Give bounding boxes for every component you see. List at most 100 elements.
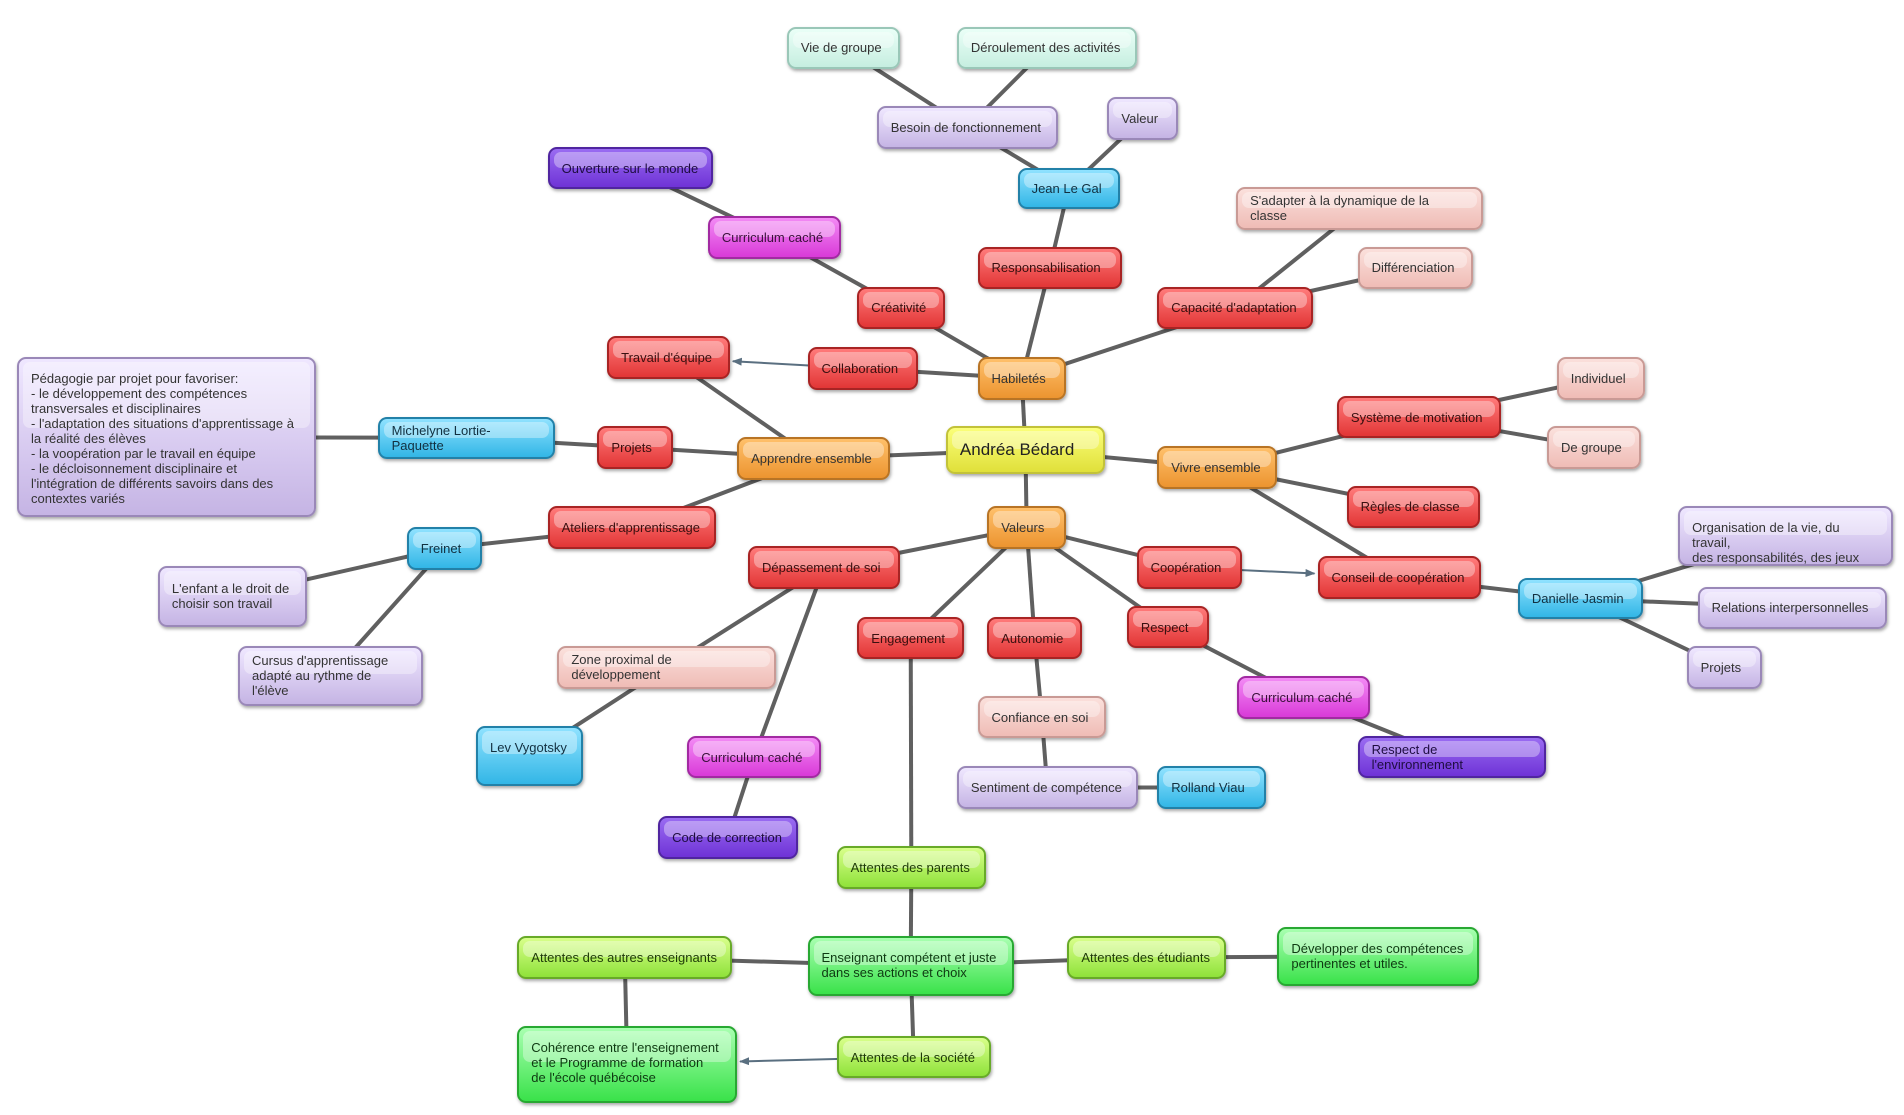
topic-label: Jean Le Gal	[1031, 180, 1102, 196]
topic-label: Différenciation	[1371, 260, 1455, 276]
topic-label: Engagement	[871, 630, 946, 646]
topic-label: Rolland Viau	[1171, 779, 1245, 795]
topic-node[interactable]: Curriculum caché	[687, 735, 821, 779]
topic-label: Confiance en soi	[991, 709, 1089, 725]
topic-node[interactable]: Michelyne Lortie-Paquette	[377, 416, 555, 459]
topic-node[interactable]: Attentes des parents	[836, 846, 986, 889]
topic-node[interactable]: S'adapter à la dynamique de la classe	[1236, 187, 1483, 230]
topic-label: Coopération	[1150, 560, 1222, 576]
topic-node[interactable]: Danielle Jasmin	[1517, 578, 1643, 620]
topic-node[interactable]: Apprendre ensemble	[737, 437, 891, 480]
topic-node[interactable]: Développer des compétences pertinentes e…	[1277, 926, 1479, 986]
topic-node[interactable]: Vivre ensemble	[1157, 445, 1278, 490]
topic-label: Attentes des étudiants	[1081, 949, 1210, 965]
topic-label: Freinet	[420, 540, 462, 556]
topic-label: Relations interpersonnelles	[1711, 600, 1869, 616]
topic-label: Pédagogie par projet pour favoriser: - l…	[31, 371, 294, 506]
topic-node[interactable]: Conseil de coopération	[1317, 556, 1482, 599]
topic-node[interactable]: Ateliers d'apprentissage	[547, 506, 717, 549]
topic-label: Cohérence entre l'enseignement et le Pro…	[531, 1040, 719, 1086]
connector-line	[908, 638, 914, 868]
topic-node[interactable]: Cursus d'apprentissage adapté au rythme …	[238, 646, 423, 706]
topic-node[interactable]: L'enfant a le droit de choisir son trava…	[157, 565, 308, 627]
topic-label: Projets	[1700, 659, 1742, 675]
topic-label: Curriculum caché	[721, 229, 824, 245]
topic-label: Zone proximal de développement	[571, 652, 672, 683]
topic-node[interactable]: Lev Vygotsky	[476, 726, 583, 786]
topic-node[interactable]: Différenciation	[1357, 246, 1473, 289]
topic-node[interactable]: Individuel	[1556, 357, 1646, 400]
topic-label: Code de correction	[672, 829, 782, 845]
topic-node[interactable]: Valeurs	[987, 506, 1067, 549]
topic-label: Cursus d'apprentissage adapté au rythme …	[252, 653, 389, 699]
topic-label: L'enfant a le droit de choisir son trava…	[171, 581, 290, 612]
topic-label: Déroulement des activités	[970, 40, 1121, 56]
topic-node[interactable]: De groupe	[1547, 426, 1641, 469]
topic-node[interactable]: Créativité	[857, 286, 945, 330]
topic-node[interactable]: Pédagogie par projet pour favoriser: - l…	[17, 357, 316, 518]
topic-node[interactable]: Responsabilisation	[977, 246, 1122, 289]
topic-node[interactable]: Relations interpersonnelles	[1697, 586, 1887, 629]
topic-label: Michelyne Lortie-Paquette	[391, 422, 491, 453]
topic-node[interactable]: Respect	[1126, 605, 1210, 649]
topic-label: De groupe	[1561, 439, 1622, 455]
topic-node[interactable]: Engagement	[857, 616, 965, 660]
topic-label: Curriculum caché	[1251, 690, 1353, 706]
topic-node[interactable]: Attentes des autres enseignants	[517, 936, 733, 979]
topic-node[interactable]: Dépassement de soi	[748, 546, 900, 589]
topic-label: Danielle Jasmin	[1531, 591, 1624, 607]
topic-label: Respect de l'environnement	[1371, 742, 1463, 773]
topic-node[interactable]: Organisation de la vie, du travail, des …	[1678, 506, 1894, 566]
topic-label: Habiletés	[991, 370, 1046, 386]
topic-label: Respect	[1140, 619, 1189, 635]
topic-node[interactable]: Besoin de fonctionnement	[876, 105, 1058, 150]
topic-label: Sentiment de compétence	[970, 779, 1122, 795]
topic-label: Ouverture sur le monde	[561, 160, 699, 176]
topic-label: Créativité	[871, 300, 927, 316]
topic-label: Andréa Bédard	[959, 440, 1075, 460]
topic-node[interactable]: Sentiment de compétence	[956, 766, 1138, 809]
topic-node[interactable]: Respect de l'environnement	[1357, 735, 1546, 779]
topic-node[interactable]: Règles de classe	[1346, 485, 1481, 529]
topic-label: Enseignant compétent et juste dans ses a…	[821, 950, 997, 981]
topic-node[interactable]: Coopération	[1136, 546, 1243, 589]
topic-label: Responsabilisation	[991, 260, 1101, 276]
topic-label: Collaboration	[821, 361, 899, 377]
topic-node[interactable]: Déroulement des activités	[956, 26, 1137, 70]
topic-node[interactable]: Valeur	[1107, 97, 1178, 140]
topic-label: Développer des compétences pertinentes e…	[1291, 940, 1464, 971]
topic-label: Attentes de la société	[850, 1049, 975, 1065]
topic-node[interactable]: Cohérence entre l'enseignement et le Pro…	[517, 1026, 738, 1103]
topic-node[interactable]: Zone proximal de développement	[557, 646, 776, 689]
topic-node[interactable]: Ouverture sur le monde	[547, 146, 713, 190]
topic-node[interactable]: Système de motivation	[1336, 395, 1501, 439]
topic-label: Autonomie	[1001, 630, 1064, 646]
topic-label: Valeur	[1121, 110, 1159, 126]
topic-node[interactable]: Attentes des étudiants	[1067, 936, 1227, 979]
topic-node[interactable]: Travail d'équipe	[607, 336, 730, 379]
topic-node[interactable]: Curriculum caché	[707, 216, 842, 259]
topic-node[interactable]: Habiletés	[977, 357, 1067, 400]
topic-label: Apprendre ensemble	[751, 450, 872, 466]
topic-node[interactable]: Code de correction	[658, 816, 798, 859]
topic-label: Curriculum caché	[701, 749, 803, 765]
topic-node[interactable]: Curriculum caché	[1237, 676, 1370, 719]
topic-node[interactable]: Vie de groupe	[786, 26, 900, 70]
topic-node[interactable]: Projets	[597, 426, 673, 469]
topic-label: Conseil de coopération	[1331, 569, 1465, 585]
topic-node[interactable]: Rolland Viau	[1157, 766, 1267, 809]
topic-node[interactable]: Freinet	[406, 527, 483, 570]
topic-label: Individuel	[1570, 370, 1626, 386]
topic-node[interactable]: Jean Le Gal	[1017, 167, 1120, 209]
topic-label: Organisation de la vie, du travail, des …	[1692, 520, 1860, 566]
topic-node[interactable]: Autonomie	[987, 616, 1082, 660]
central-topic[interactable]: Andréa Bédard	[945, 426, 1105, 474]
topic-node[interactable]: Enseignant compétent et juste dans ses a…	[807, 936, 1014, 996]
topic-node[interactable]: Confiance en soi	[977, 695, 1107, 739]
topic-node[interactable]: Projets	[1686, 646, 1762, 689]
topic-label: Règles de classe	[1360, 499, 1460, 515]
topic-node[interactable]: Attentes de la société	[836, 1035, 991, 1079]
topic-node[interactable]: Collaboration	[807, 347, 918, 390]
topic-node[interactable]: Capacité d'adaptation	[1157, 286, 1313, 330]
